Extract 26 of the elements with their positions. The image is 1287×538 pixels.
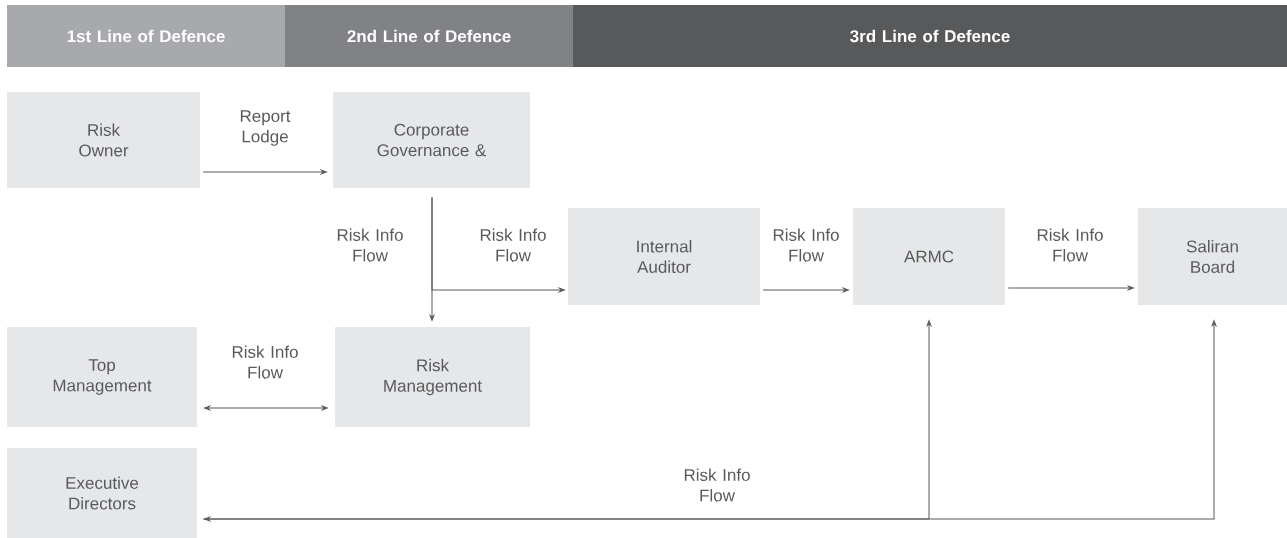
header-band: 1st Line of Defence xyxy=(7,5,285,67)
edge-label: Risk Info Flow xyxy=(767,227,845,263)
edge-label: Risk Info Flow xyxy=(331,227,409,263)
arrow xyxy=(926,320,932,520)
header-band: 2nd Line of Defence xyxy=(285,5,573,67)
arrow xyxy=(202,169,327,175)
process-box: Executive Directors xyxy=(7,448,197,538)
edge-label: Report Lodge xyxy=(226,109,304,147)
process-box: Internal Auditor xyxy=(568,208,760,305)
arrow xyxy=(204,405,328,411)
edge-label: Risk Info Flow xyxy=(474,227,552,263)
edge-label: Risk Info Flow xyxy=(678,467,756,503)
process-box: ARMC xyxy=(853,208,1005,305)
arrow xyxy=(762,287,849,293)
edge-label: Risk Info Flow xyxy=(226,344,304,380)
arrow xyxy=(202,320,1217,520)
header-band: 3rd Line of Defence xyxy=(573,5,1287,67)
arrow xyxy=(1007,285,1134,291)
process-box: Saliran Board xyxy=(1138,208,1287,305)
process-box: Risk Owner xyxy=(7,92,200,188)
process-box: Risk Management xyxy=(335,327,530,427)
arrow xyxy=(431,196,565,293)
process-box: Top Management xyxy=(7,327,197,427)
process-box: Corporate Governance & xyxy=(333,92,530,188)
edge-label: Risk Info Flow xyxy=(1031,227,1109,263)
arrow xyxy=(204,516,930,522)
